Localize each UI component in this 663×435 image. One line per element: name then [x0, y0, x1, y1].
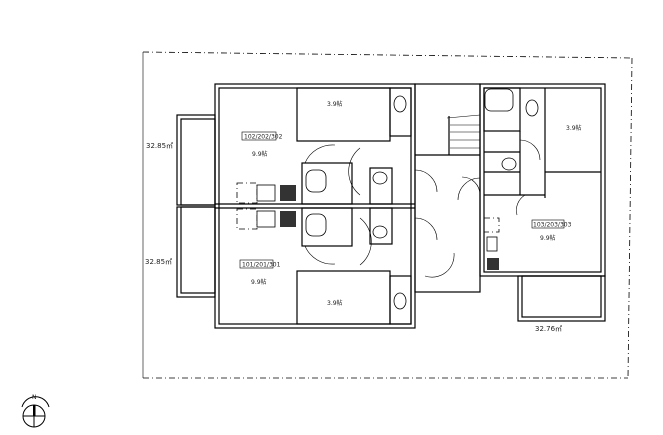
unit-label-box [241, 131, 277, 141]
unit-area: 32.85㎡ [145, 258, 172, 266]
unit-label-box [239, 259, 274, 269]
main-room-size: 9.9帖 [252, 150, 268, 158]
unit-label: 103/203/303 [533, 222, 572, 229]
unit-label: 102/202/302 [244, 134, 283, 141]
site-boundary [142, 51, 633, 379]
left-balconies [176, 114, 216, 298]
sub-room-size: 3.9帖 [327, 299, 343, 307]
unit-101-labels: 101/201/301 9.9帖 3.9帖 32.85㎡ [145, 258, 343, 307]
unit-area: 32.76㎡ [535, 325, 562, 333]
unit-103-labels: 103/203/303 9.9帖 3.9帖 32.76㎡ [531, 124, 582, 333]
unit-label-box [531, 219, 565, 229]
main-room-size: 9.9帖 [251, 278, 267, 286]
sub-room-size: 3.9帖 [566, 124, 582, 132]
bathroom-fixtures [305, 88, 539, 310]
stair-core [414, 83, 481, 293]
unit-102-labels: 102/202/302 9.9帖 3.9帖 32.85㎡ [146, 100, 343, 158]
north-label: N [32, 394, 37, 401]
sub-room-size: 3.9帖 [327, 100, 343, 108]
north-compass-icon: N [21, 394, 50, 428]
main-room-size: 9.9帖 [540, 234, 556, 242]
unit-area: 32.85㎡ [146, 142, 173, 150]
right-unit-walls [461, 83, 606, 322]
left-units-walls [214, 83, 416, 329]
unit-label: 101/201/301 [242, 262, 281, 269]
